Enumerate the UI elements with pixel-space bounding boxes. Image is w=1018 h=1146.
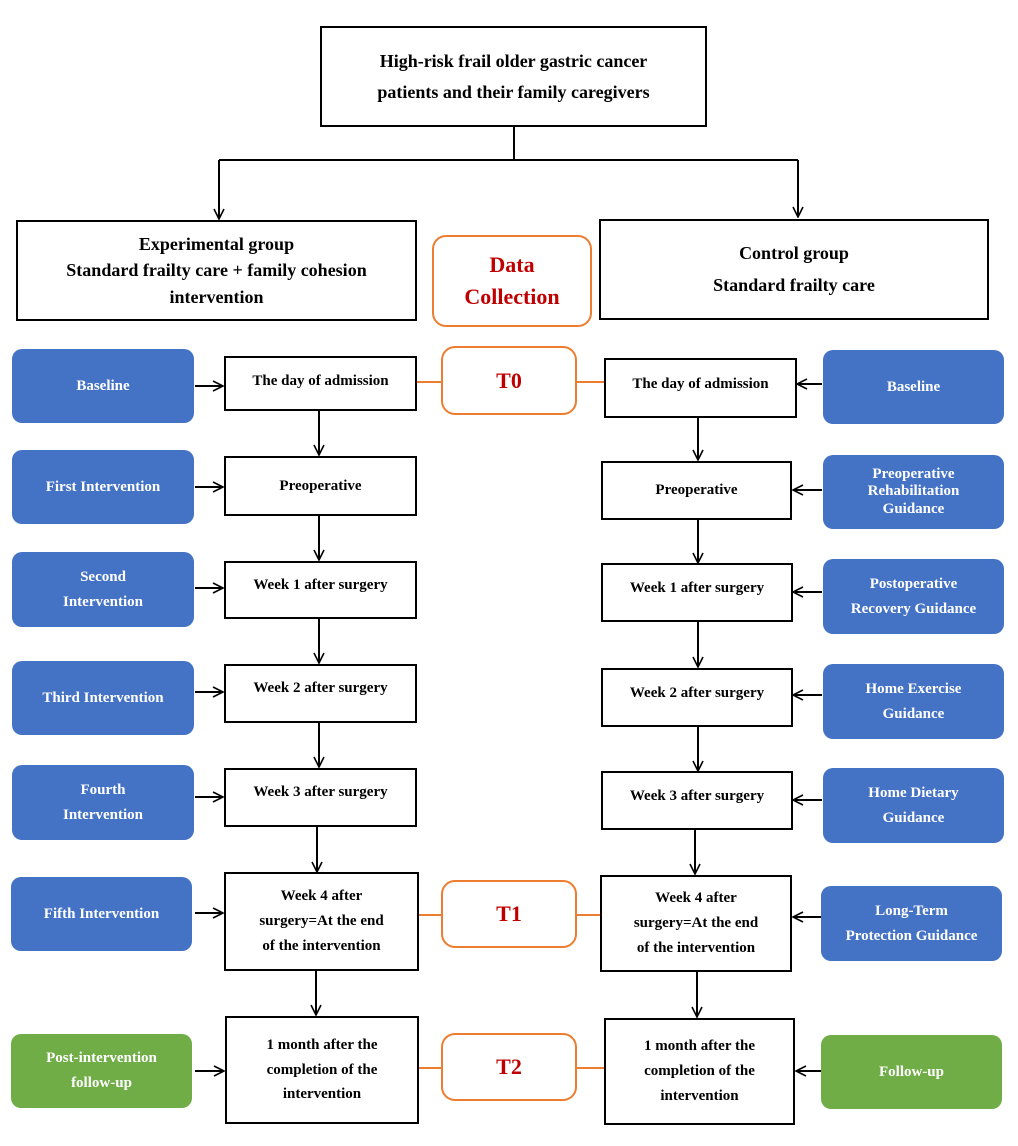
timepoint-t1: T1 (441, 880, 577, 948)
control-group-box: Control group Standard frailty care (599, 219, 989, 320)
timepoint-t2-label: T2 (496, 1054, 522, 1079)
control-step-text: The day of admission (632, 376, 769, 392)
control-guidance-label-text: Baseline (886, 378, 941, 395)
timepoint-t0: T0 (441, 346, 577, 415)
experimental-step: Preoperative (224, 456, 417, 516)
control-step: Week 1 after surgery (601, 563, 793, 622)
timepoint-t0-label: T0 (496, 367, 522, 393)
experimental-intervention-label: Third Intervention (12, 661, 194, 735)
experimental-header-line-1: Experimental group (138, 234, 295, 255)
control-step: The day of admission (604, 358, 797, 418)
control-step-text: Week 3 after surgery (629, 788, 765, 804)
control-followup-label: Follow-up (821, 1035, 1002, 1109)
experimental-step: Week 2 after surgery (224, 664, 417, 723)
experimental-step: Week 3 after surgery (224, 768, 417, 827)
population-line-2: patients and their family caregivers (377, 81, 650, 102)
timepoint-t2: T2 (441, 1033, 577, 1101)
data-collection-line-1: Data (489, 252, 535, 278)
control-step: Preoperative (601, 461, 792, 520)
experimental-step-text: Week 2 after surgery (253, 680, 388, 696)
data-collection-box: Data Collection (432, 235, 592, 327)
control-step: Week 2 after surgery (601, 668, 793, 727)
experimental-step: Week 1 after surgery (224, 561, 417, 619)
experimental-intervention-label: First Intervention (12, 450, 194, 524)
control-step-text: Preoperative (655, 482, 738, 499)
control-header-line-2: Standard frailty care (713, 274, 875, 295)
experimental-intervention-label-text: Third Intervention (42, 689, 164, 706)
control-step: Week 3 after surgery (601, 771, 793, 830)
experimental-intervention-label-text: First Intervention (45, 478, 161, 495)
experimental-step-text: Week 3 after surgery (253, 784, 388, 800)
experimental-step-text: Preoperative (279, 477, 362, 494)
timepoint-t1-label: T1 (496, 901, 522, 926)
control-followup-label-text: Follow-up (878, 1063, 944, 1080)
experimental-intervention-label-text: Baseline (76, 377, 130, 394)
experimental-intervention-label: Baseline (12, 349, 194, 423)
experimental-step-text: The day of admission (252, 373, 389, 389)
experimental-intervention-label: Fifth Intervention (11, 877, 192, 951)
population-line-1: High-risk frail older gastric cancer (379, 50, 648, 71)
control-header-line-1: Control group (739, 243, 849, 263)
data-collection-line-2: Collection (464, 284, 560, 309)
experimental-header-line-3: intervention (169, 286, 264, 307)
control-step-text: Week 1 after surgery (629, 580, 765, 596)
population-box: High-risk frail older gastric cancer pat… (320, 26, 707, 127)
experimental-intervention-label-text: Fifth Intervention (43, 905, 160, 922)
experimental-step: The day of admission (224, 356, 417, 411)
control-step-text: Week 2 after surgery (629, 685, 765, 701)
experimental-group-box: Experimental group Standard frailty care… (16, 220, 417, 321)
experimental-step-text: Week 1 after surgery (253, 577, 388, 593)
experimental-header-line-2: Standard frailty care + family cohesion (66, 260, 367, 281)
control-guidance-label: Baseline (823, 350, 1004, 424)
